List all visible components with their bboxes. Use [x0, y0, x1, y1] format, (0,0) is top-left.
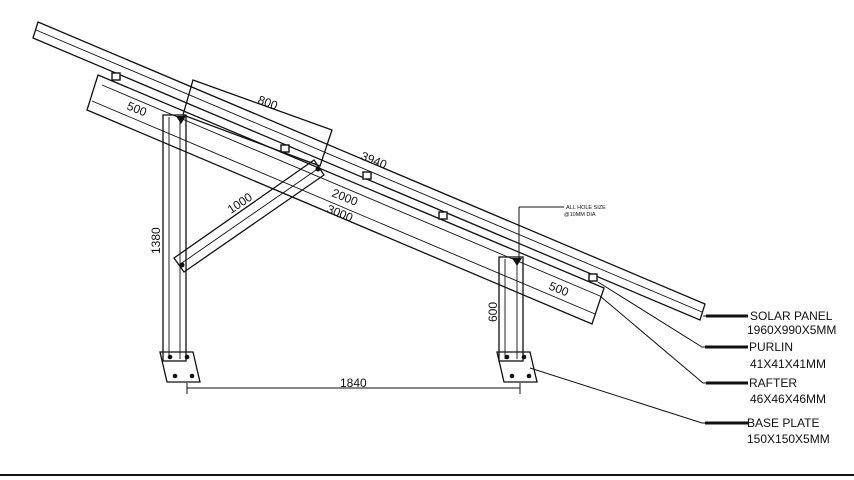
- base-plate-rear: [496, 351, 538, 383]
- rear-leg: [498, 256, 524, 362]
- callout-base-plate-name: BASE PLATE: [747, 416, 819, 430]
- callout-purlin-spec: 41X41X41MM: [750, 357, 826, 371]
- callout-solar-panel-spec: 1960X990X5MM: [747, 323, 836, 337]
- dim-rear-leg-height: 600: [486, 302, 500, 322]
- callout-leaders: [529, 281, 748, 425]
- base-plate-front: [159, 351, 201, 383]
- purlin-bolt-5: [588, 273, 598, 282]
- hole-note-line-1: ALL HOLE SIZE: [566, 205, 606, 211]
- front-leg: [162, 114, 187, 362]
- diagonal-brace: [173, 159, 325, 273]
- purlin-bolt-1: [111, 72, 121, 81]
- panel-width-box: [182, 79, 333, 167]
- callout-solar-panel-name: SOLAR PANEL: [750, 309, 833, 323]
- callout-rafter-spec: 46X46X46MM: [750, 392, 826, 406]
- leader-base-plate: [529, 367, 748, 424]
- purlin-bolt-3: [362, 171, 372, 180]
- purlin-bolt-4: [438, 211, 448, 220]
- dim-leg-spacing: 1840: [340, 376, 367, 390]
- callout-rafter-name: RAFTER: [749, 376, 797, 390]
- callout-purlin-name: PURLIN: [749, 340, 793, 354]
- dim-front-leg-height: 1380: [149, 227, 163, 254]
- dim-panel-width: 800: [256, 93, 280, 113]
- purlin-bolts: [111, 72, 598, 282]
- callout-base-plate-spec: 150X150X5MM: [747, 432, 830, 446]
- hole-note-line-2: @10MM DIA: [564, 212, 596, 218]
- purlin-bolt-2: [280, 144, 290, 153]
- solar-panel: [32, 21, 706, 321]
- leg-spacing-dimension-line: [186, 383, 521, 394]
- hole-note-leader: [518, 206, 564, 262]
